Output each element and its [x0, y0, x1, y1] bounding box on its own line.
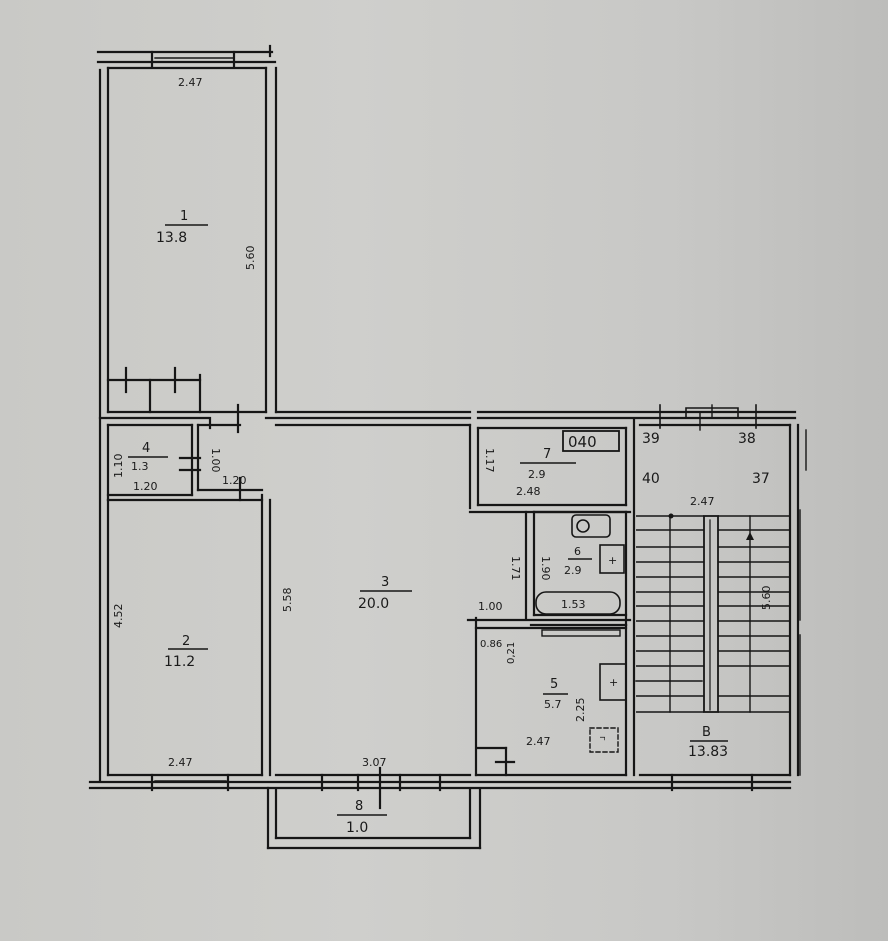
corridor-dim-171: 1.71 [509, 556, 522, 581]
room-1-number: 1 [180, 209, 188, 224]
room-5-area: 5.7 [544, 698, 562, 711]
room-5-walls [466, 418, 636, 777]
room-7-area: 2.9 [528, 468, 546, 481]
stairwell-number: B [702, 725, 711, 740]
stairwell-area: 13.83 [688, 744, 728, 760]
apt-number-39: 39 [642, 431, 660, 447]
room-5-width: 2.47 [526, 735, 551, 748]
room-5-length: 2.25 [574, 698, 587, 723]
stove-plus: + [609, 676, 618, 689]
bathtub-dim: 1.53 [561, 598, 586, 611]
room-3-area: 20.0 [358, 596, 389, 612]
stairwell [635, 404, 807, 777]
apt-number-38: 38 [738, 431, 756, 447]
stove-label: г [597, 736, 607, 741]
room-3-width: 3.07 [362, 756, 387, 769]
stairwell-length: 5.60 [760, 586, 773, 611]
room-6-walls [529, 510, 628, 627]
corridor-dim-100: 1.00 [478, 600, 503, 613]
apt-number-40: 40 [642, 471, 660, 487]
room-7-width: 2.48 [516, 485, 541, 498]
room-4-length: 1.10 [112, 454, 125, 479]
room-4-width: 1.20 [133, 480, 158, 493]
area-fraction-lines [128, 224, 728, 816]
stair-treads [636, 515, 790, 713]
balcony-8-walls [266, 766, 482, 850]
room-7-number: 7 [543, 447, 551, 462]
room-6-length: 1.90 [539, 556, 552, 581]
stairwell-width: 2.47 [690, 495, 715, 508]
room-1-length: 5.60 [244, 246, 257, 271]
hall-door-dim: 1.00 [209, 448, 222, 473]
room-6-number: 6 [574, 545, 581, 558]
room-3-walls [274, 423, 478, 777]
room-2-walls [106, 493, 272, 777]
room-1-area: 13.8 [156, 230, 187, 246]
hall-width-dim: 1.20 [222, 474, 247, 487]
room-4-number: 4 [142, 441, 150, 456]
room-2-area: 11.2 [164, 654, 195, 670]
room-7-length: 1.17 [483, 448, 496, 473]
room-3-number: 3 [381, 575, 389, 590]
room-4-area: 1.3 [131, 460, 149, 473]
room-3-length: 5.58 [281, 588, 294, 613]
room-2-number: 2 [182, 634, 190, 649]
room-6-area: 2.9 [564, 564, 582, 577]
sink-plus: + [608, 554, 617, 567]
room-8-area: 1.0 [346, 820, 368, 836]
stamp-label: 040 [568, 433, 597, 451]
room-2-width: 2.47 [168, 756, 193, 769]
room-8-number: 8 [355, 799, 363, 814]
kitchen-dim-086: 0.86 [480, 639, 502, 650]
room-1-walls [96, 44, 278, 782]
apt-number-37: 37 [752, 471, 770, 487]
room-5-number: 5 [550, 677, 558, 692]
room-1-width: 2.47 [178, 76, 203, 89]
kitchen-dim-021: 0,21 [506, 642, 517, 664]
room-4-walls [106, 423, 202, 502]
room-2-length: 4.52 [112, 604, 125, 629]
